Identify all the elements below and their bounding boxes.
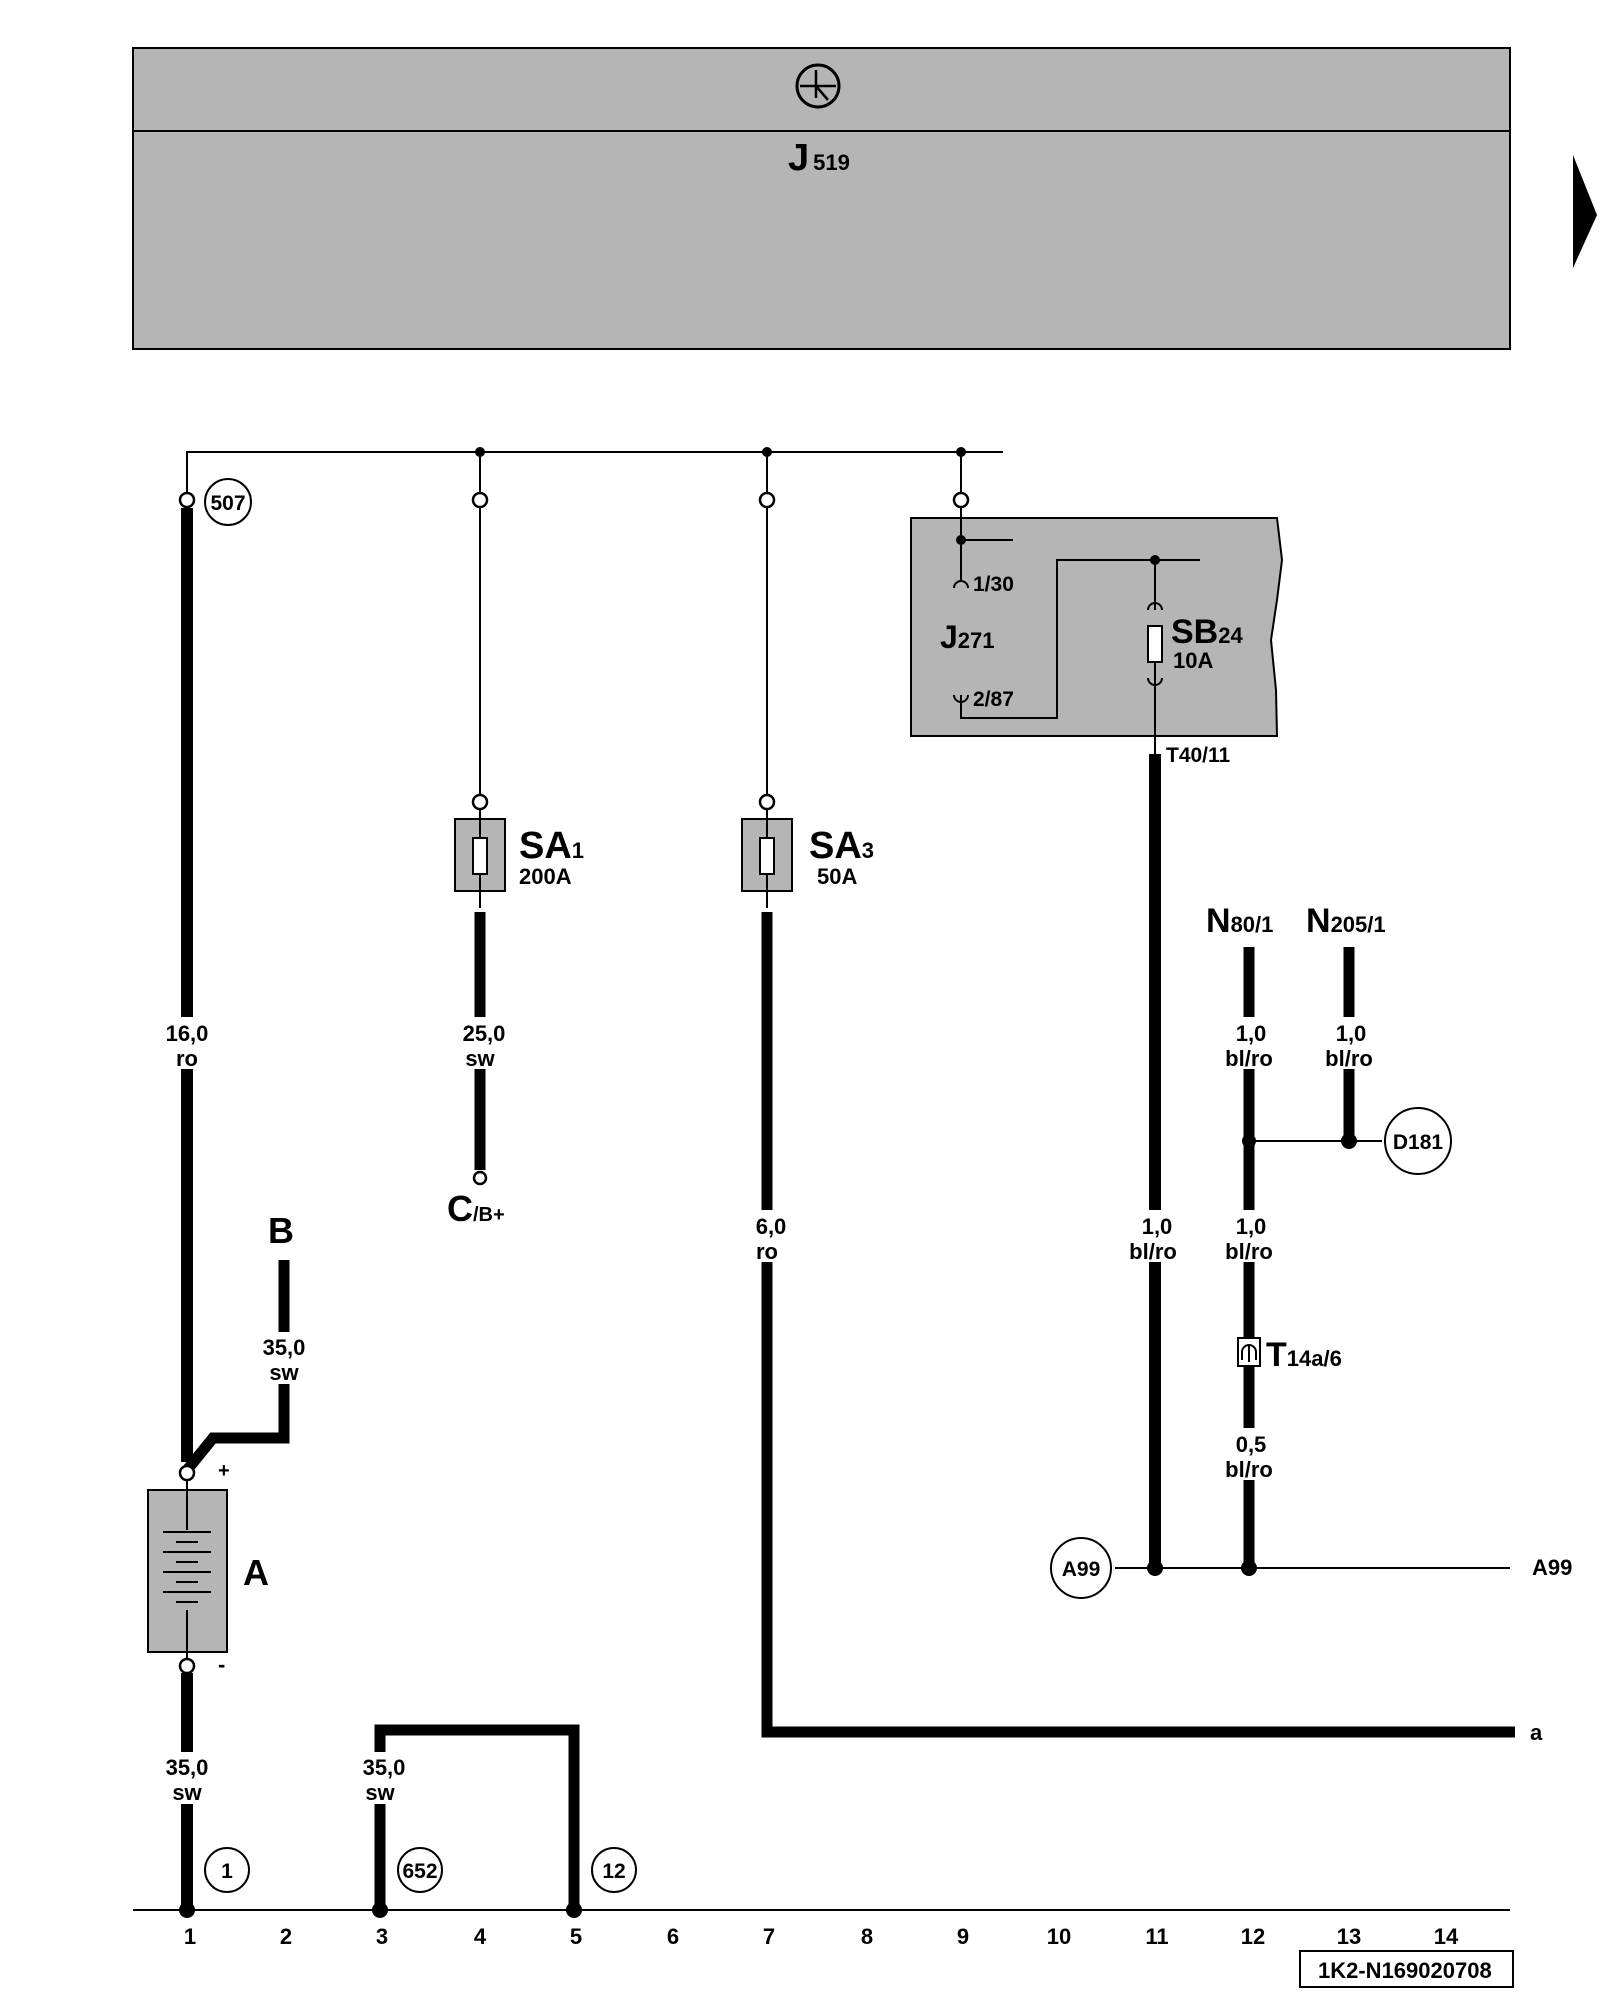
- sb24-label: SB24: [1171, 613, 1243, 651]
- column-number: 9: [957, 1924, 969, 1949]
- terminal-open: [471, 491, 489, 509]
- wire-label-size: 35,0: [263, 1335, 306, 1360]
- next-page-arrow-icon[interactable]: [1573, 155, 1597, 268]
- sa3-label: SA3: [809, 825, 874, 867]
- wire-label-size: 35,0: [363, 1755, 406, 1780]
- wire-label-size: 0,5: [1236, 1432, 1267, 1457]
- junction-dot: [1147, 1560, 1163, 1576]
- battery-plus: +: [218, 1460, 230, 1482]
- n205-label: N205/1: [1306, 902, 1386, 940]
- wire-6-ro: [761, 912, 1515, 1738]
- wire-label-color: bl/ro: [1225, 1457, 1273, 1482]
- column-number: 4: [474, 1924, 487, 1949]
- wire-label-size: 35,0: [166, 1755, 209, 1780]
- ground-symbol-icon: [795, 63, 841, 109]
- column-number: 3: [376, 1924, 388, 1949]
- column-number: 14: [1434, 1924, 1459, 1949]
- svg-text:1: 1: [221, 1860, 233, 1883]
- bubble-1: 1: [204, 1847, 250, 1893]
- bubble-507: 507: [204, 478, 252, 526]
- sa1-label: SA1: [519, 825, 584, 867]
- wire-label-color: sw: [365, 1780, 395, 1805]
- column-number: 2: [280, 1924, 292, 1949]
- wire-label-size: 1,0: [1236, 1214, 1267, 1239]
- column-number: 13: [1337, 1924, 1361, 1949]
- j271-pin-in: 1/30: [973, 573, 1014, 596]
- wire-label-color: sw: [465, 1046, 495, 1071]
- wire-label-color: sw: [172, 1780, 202, 1805]
- wire-label-size: 1,0: [1236, 1021, 1267, 1046]
- column-number: 7: [763, 1924, 775, 1949]
- terminal-open: [952, 491, 970, 509]
- n80-label: N80/1: [1206, 902, 1273, 940]
- bubble-a99: A99: [1050, 1537, 1112, 1599]
- diagram-id-box: [1299, 1950, 1514, 1988]
- svg-text:12: 12: [602, 1860, 625, 1883]
- wire-label-color: ro: [756, 1239, 778, 1264]
- column-number: 12: [1241, 1924, 1265, 1949]
- c-b-plus-label: C/B+: [447, 1188, 505, 1229]
- bus-junctions: [475, 447, 966, 457]
- wire-35-sw-ground: [374, 1724, 580, 1910]
- column-number: 8: [861, 1924, 873, 1949]
- connector-t40-11: T40/11: [1166, 744, 1231, 767]
- fuse-sa1: [454, 809, 506, 908]
- wire-label-color: bl/ro: [1225, 1239, 1273, 1264]
- wire-label-color: bl/ro: [1225, 1046, 1273, 1071]
- battery-minus: -: [218, 1652, 225, 1677]
- connector-t14a: [1237, 1337, 1261, 1367]
- column-number: 10: [1047, 1924, 1071, 1949]
- junction-dot: [566, 1902, 582, 1918]
- terminal-open: [758, 793, 776, 811]
- wire-label-size: 1,0: [1142, 1214, 1173, 1239]
- wire-label-size: 16,0: [166, 1021, 209, 1046]
- relay-module: [910, 507, 1284, 754]
- column-number: 5: [570, 1924, 582, 1949]
- junction-dot: [1242, 1134, 1256, 1148]
- bubble-652: 652: [397, 1847, 443, 1893]
- column-numbers: 1 2 3 4 5 6 7 8 9 10 11 12 13 14: [184, 1924, 1459, 1949]
- svg-text:D181: D181: [1393, 1131, 1444, 1154]
- terminal-b-label: B: [268, 1210, 294, 1251]
- diagram-id: 1K2-N169020708: [1318, 1958, 1492, 1983]
- wire-label-size: 6,0: [756, 1214, 787, 1239]
- wire-label-size: 25,0: [463, 1021, 506, 1046]
- terminal-open: [472, 1170, 488, 1186]
- j271-label: J271: [940, 619, 995, 655]
- wire-label-color: bl/ro: [1325, 1046, 1373, 1071]
- edge-label-a: a: [1530, 1720, 1543, 1745]
- wire-label-size: 1,0: [1336, 1021, 1367, 1046]
- battery-a: + -: [147, 1460, 230, 1677]
- terminal-open: [471, 793, 489, 811]
- sa3-rating: 50A: [817, 864, 857, 889]
- wire-label-color: ro: [176, 1046, 198, 1071]
- svg-text:652: 652: [402, 1860, 437, 1883]
- junction-dot: [372, 1902, 388, 1918]
- terminal-open: [758, 491, 776, 509]
- sa1-rating: 200A: [519, 864, 572, 889]
- battery-a-label: A: [243, 1552, 269, 1593]
- fuse-sa3: [741, 809, 793, 908]
- bubble-12: 12: [591, 1847, 637, 1893]
- terminal-open: [178, 491, 196, 509]
- wire-label-color: sw: [269, 1360, 299, 1385]
- edge-label-a99: A99: [1532, 1555, 1572, 1580]
- sb24-rating: 10A: [1173, 648, 1213, 673]
- junction-dot: [1341, 1133, 1357, 1149]
- bubble-d181: D181: [1384, 1107, 1452, 1175]
- column-number: 11: [1145, 1924, 1168, 1949]
- svg-text:A99: A99: [1062, 1558, 1101, 1581]
- junction-dot: [179, 1902, 195, 1918]
- j271-pin-out: 2/87: [973, 688, 1014, 711]
- top-bus: [186, 451, 1003, 500]
- column-number: 1: [184, 1924, 196, 1949]
- wire-label-color: bl/ro: [1129, 1239, 1177, 1264]
- junction-dot: [1241, 1560, 1257, 1576]
- column-number: 6: [667, 1924, 679, 1949]
- svg-text:507: 507: [210, 492, 245, 515]
- t14a-label: T14a/6: [1266, 1336, 1342, 1374]
